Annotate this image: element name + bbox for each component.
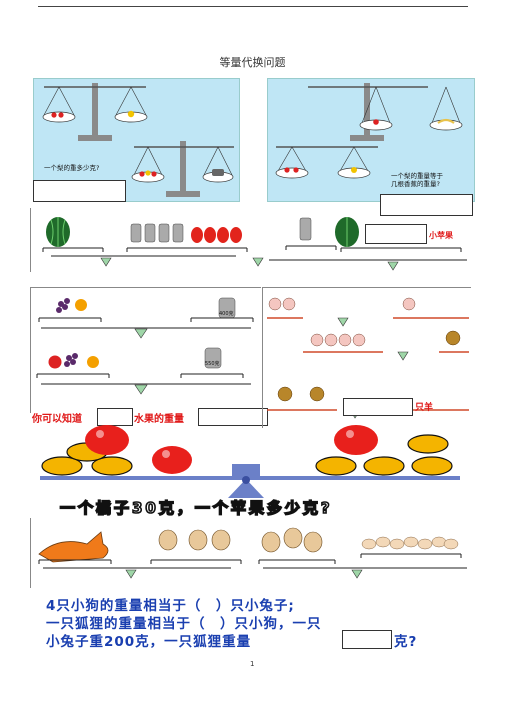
answer-box-1[interactable] [33, 180, 126, 202]
animal-scales-card: 只羊 [262, 287, 471, 428]
page-number: 1 [250, 660, 255, 668]
right-question-text: 一个梨的重量等于 几根香蕉的重量? [391, 172, 443, 188]
answer-box-4[interactable] [97, 408, 133, 426]
small-apple-label: 小苹果 [429, 231, 453, 240]
page-title: 等量代换问题 [219, 56, 286, 69]
weight-400-label: 400克 [219, 311, 234, 317]
animal-scales-illustration [267, 297, 469, 419]
question-middle: 水果的重量 [134, 414, 184, 425]
question-line-2: 一只狐狸的重量相当于（ ）只小狗，一只 [46, 616, 322, 632]
answer-box-2[interactable] [380, 194, 473, 216]
question-line-3: 小兔子重200克，一只狐狸重量 [46, 634, 252, 650]
question-line-3-wrap: 小兔子重200克，一只狐狸重量 克? [46, 630, 466, 650]
orange-apple-scale [32, 422, 472, 502]
answer-box-6[interactable] [343, 398, 413, 416]
answer-box-7[interactable] [342, 630, 392, 649]
fruit-scales-card: 400克 550克 [30, 287, 261, 413]
weight-550-label: 550克 [205, 361, 220, 367]
answer-box-5[interactable] [198, 408, 268, 426]
question-line-1: 4只小狗的重量相当于（ ）只小兔子; [46, 598, 295, 614]
scale-right-illustration [275, 83, 463, 179]
orange-apple-illustration [40, 425, 460, 498]
answer-box-3[interactable] [365, 224, 427, 244]
sheep-label: 只羊 [415, 403, 434, 413]
scale-left-illustration [42, 83, 234, 197]
question-prefix: 你可以知道 [32, 414, 82, 425]
top-rule [38, 6, 468, 7]
animal-balance-row [30, 518, 471, 588]
dog-fox-questions: 4只小狗的重量相当于（ ）只小兔子; 一只狐狸的重量相当于（ ）只小狗，一只 小… [46, 594, 466, 650]
watermelon-scale-illustration [42, 217, 467, 271]
watermelon-scale-row: 小苹果 [30, 208, 471, 272]
fox-dog-rabbit-illustration [38, 527, 467, 579]
orange-apple-question: 一个橘子30克，一个苹果多少克? [59, 498, 333, 518]
fruit-scales-illustration [36, 297, 254, 395]
scale-panel-right: 一个梨的重量等于 几根香蕉的重量? [267, 78, 475, 202]
left-question-text: 一个梨的重多少克? [44, 164, 100, 172]
question-line-3-suffix: 克? [394, 634, 418, 650]
fruit-weight-question: 你可以知道 水果的重量 [32, 408, 268, 426]
